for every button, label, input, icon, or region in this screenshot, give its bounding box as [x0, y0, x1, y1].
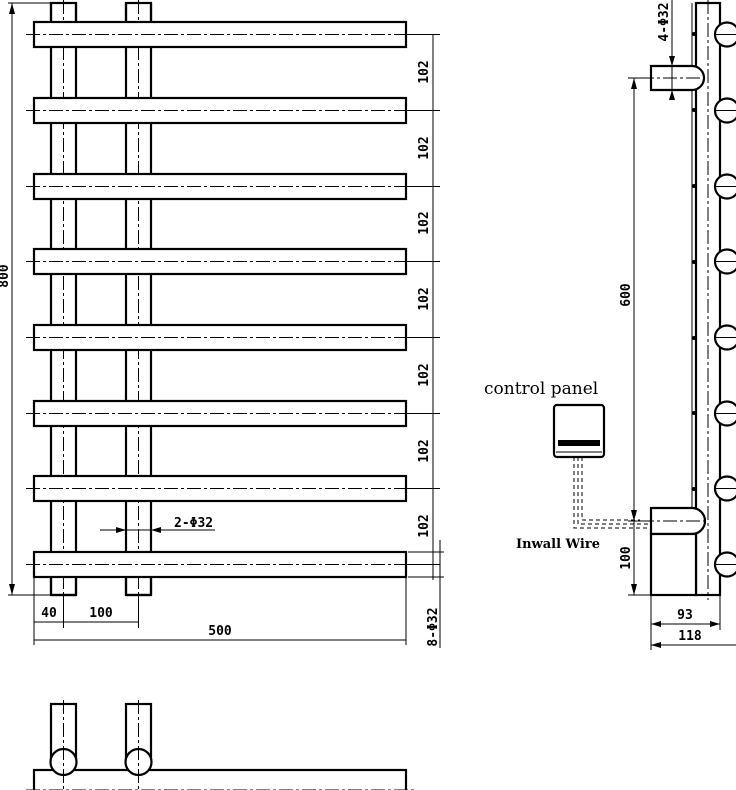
spacing-label-5: 102	[417, 363, 432, 386]
rail-end-circles	[713, 21, 736, 578]
spacing-label-1: 102	[417, 60, 432, 83]
post-diameter-callout: 2-Φ32	[100, 516, 215, 533]
bracket-spacing-label: 600	[619, 283, 634, 307]
depth-outer-label: 118	[678, 629, 702, 644]
depth-dimensions: 93 118	[650, 595, 736, 650]
depth-inner-label: 93	[677, 608, 693, 623]
rail	[26, 172, 414, 201]
rail-diameter-label: 8-Φ32	[426, 607, 441, 646]
inwall-wire: Inwall Wire	[516, 457, 651, 552]
rail-spacing-dimensions: 102 102 102 102 102 102 102	[406, 34, 440, 580]
rail-diameter-callout: 8-Φ32	[408, 540, 444, 648]
post-spacing-label: 100	[89, 606, 113, 621]
rail	[26, 399, 414, 428]
overall-width-label: 500	[208, 624, 232, 639]
overall-height-label: 800	[0, 264, 12, 288]
side-offset-label: 40	[41, 606, 57, 621]
rail	[26, 474, 414, 503]
side-view: 4-Φ32 600 100 93 118	[484, 0, 736, 650]
control-panel: control panel	[484, 379, 606, 459]
vertical-posts	[49, 0, 153, 600]
horizontal-rails	[26, 20, 414, 579]
rail	[26, 96, 414, 125]
rail	[26, 323, 414, 352]
rail	[26, 247, 414, 276]
bottom-dimensions: 40 100 500	[33, 577, 407, 645]
top-view-rail	[32, 768, 408, 790]
spacing-label-2: 102	[417, 136, 432, 159]
top-view	[26, 700, 414, 790]
bracket-spacing-dimension: 600	[619, 77, 651, 522]
bottom-offset-dimension: 100	[619, 521, 651, 596]
overall-height-dimension: 800	[0, 2, 51, 596]
spacing-label-3: 102	[417, 211, 432, 234]
post-diameter-label: 2-Φ32	[174, 516, 213, 531]
lower-wall-bracket	[640, 506, 707, 597]
front-view: 102 102 102 102 102 102 102 800 40 10	[0, 0, 444, 648]
rail	[26, 20, 414, 49]
rail	[26, 550, 414, 579]
bracket-diameter-callout: 4-Φ32	[657, 0, 675, 100]
bracket-diameter-label: 4-Φ32	[657, 2, 672, 41]
control-panel-label: control panel	[484, 379, 598, 399]
inwall-wire-label: Inwall Wire	[516, 537, 600, 552]
bottom-offset-label: 100	[619, 546, 634, 570]
spacing-label-6: 102	[417, 439, 432, 462]
spacing-label-7: 102	[417, 514, 432, 537]
spacing-label-4: 102	[417, 287, 432, 310]
